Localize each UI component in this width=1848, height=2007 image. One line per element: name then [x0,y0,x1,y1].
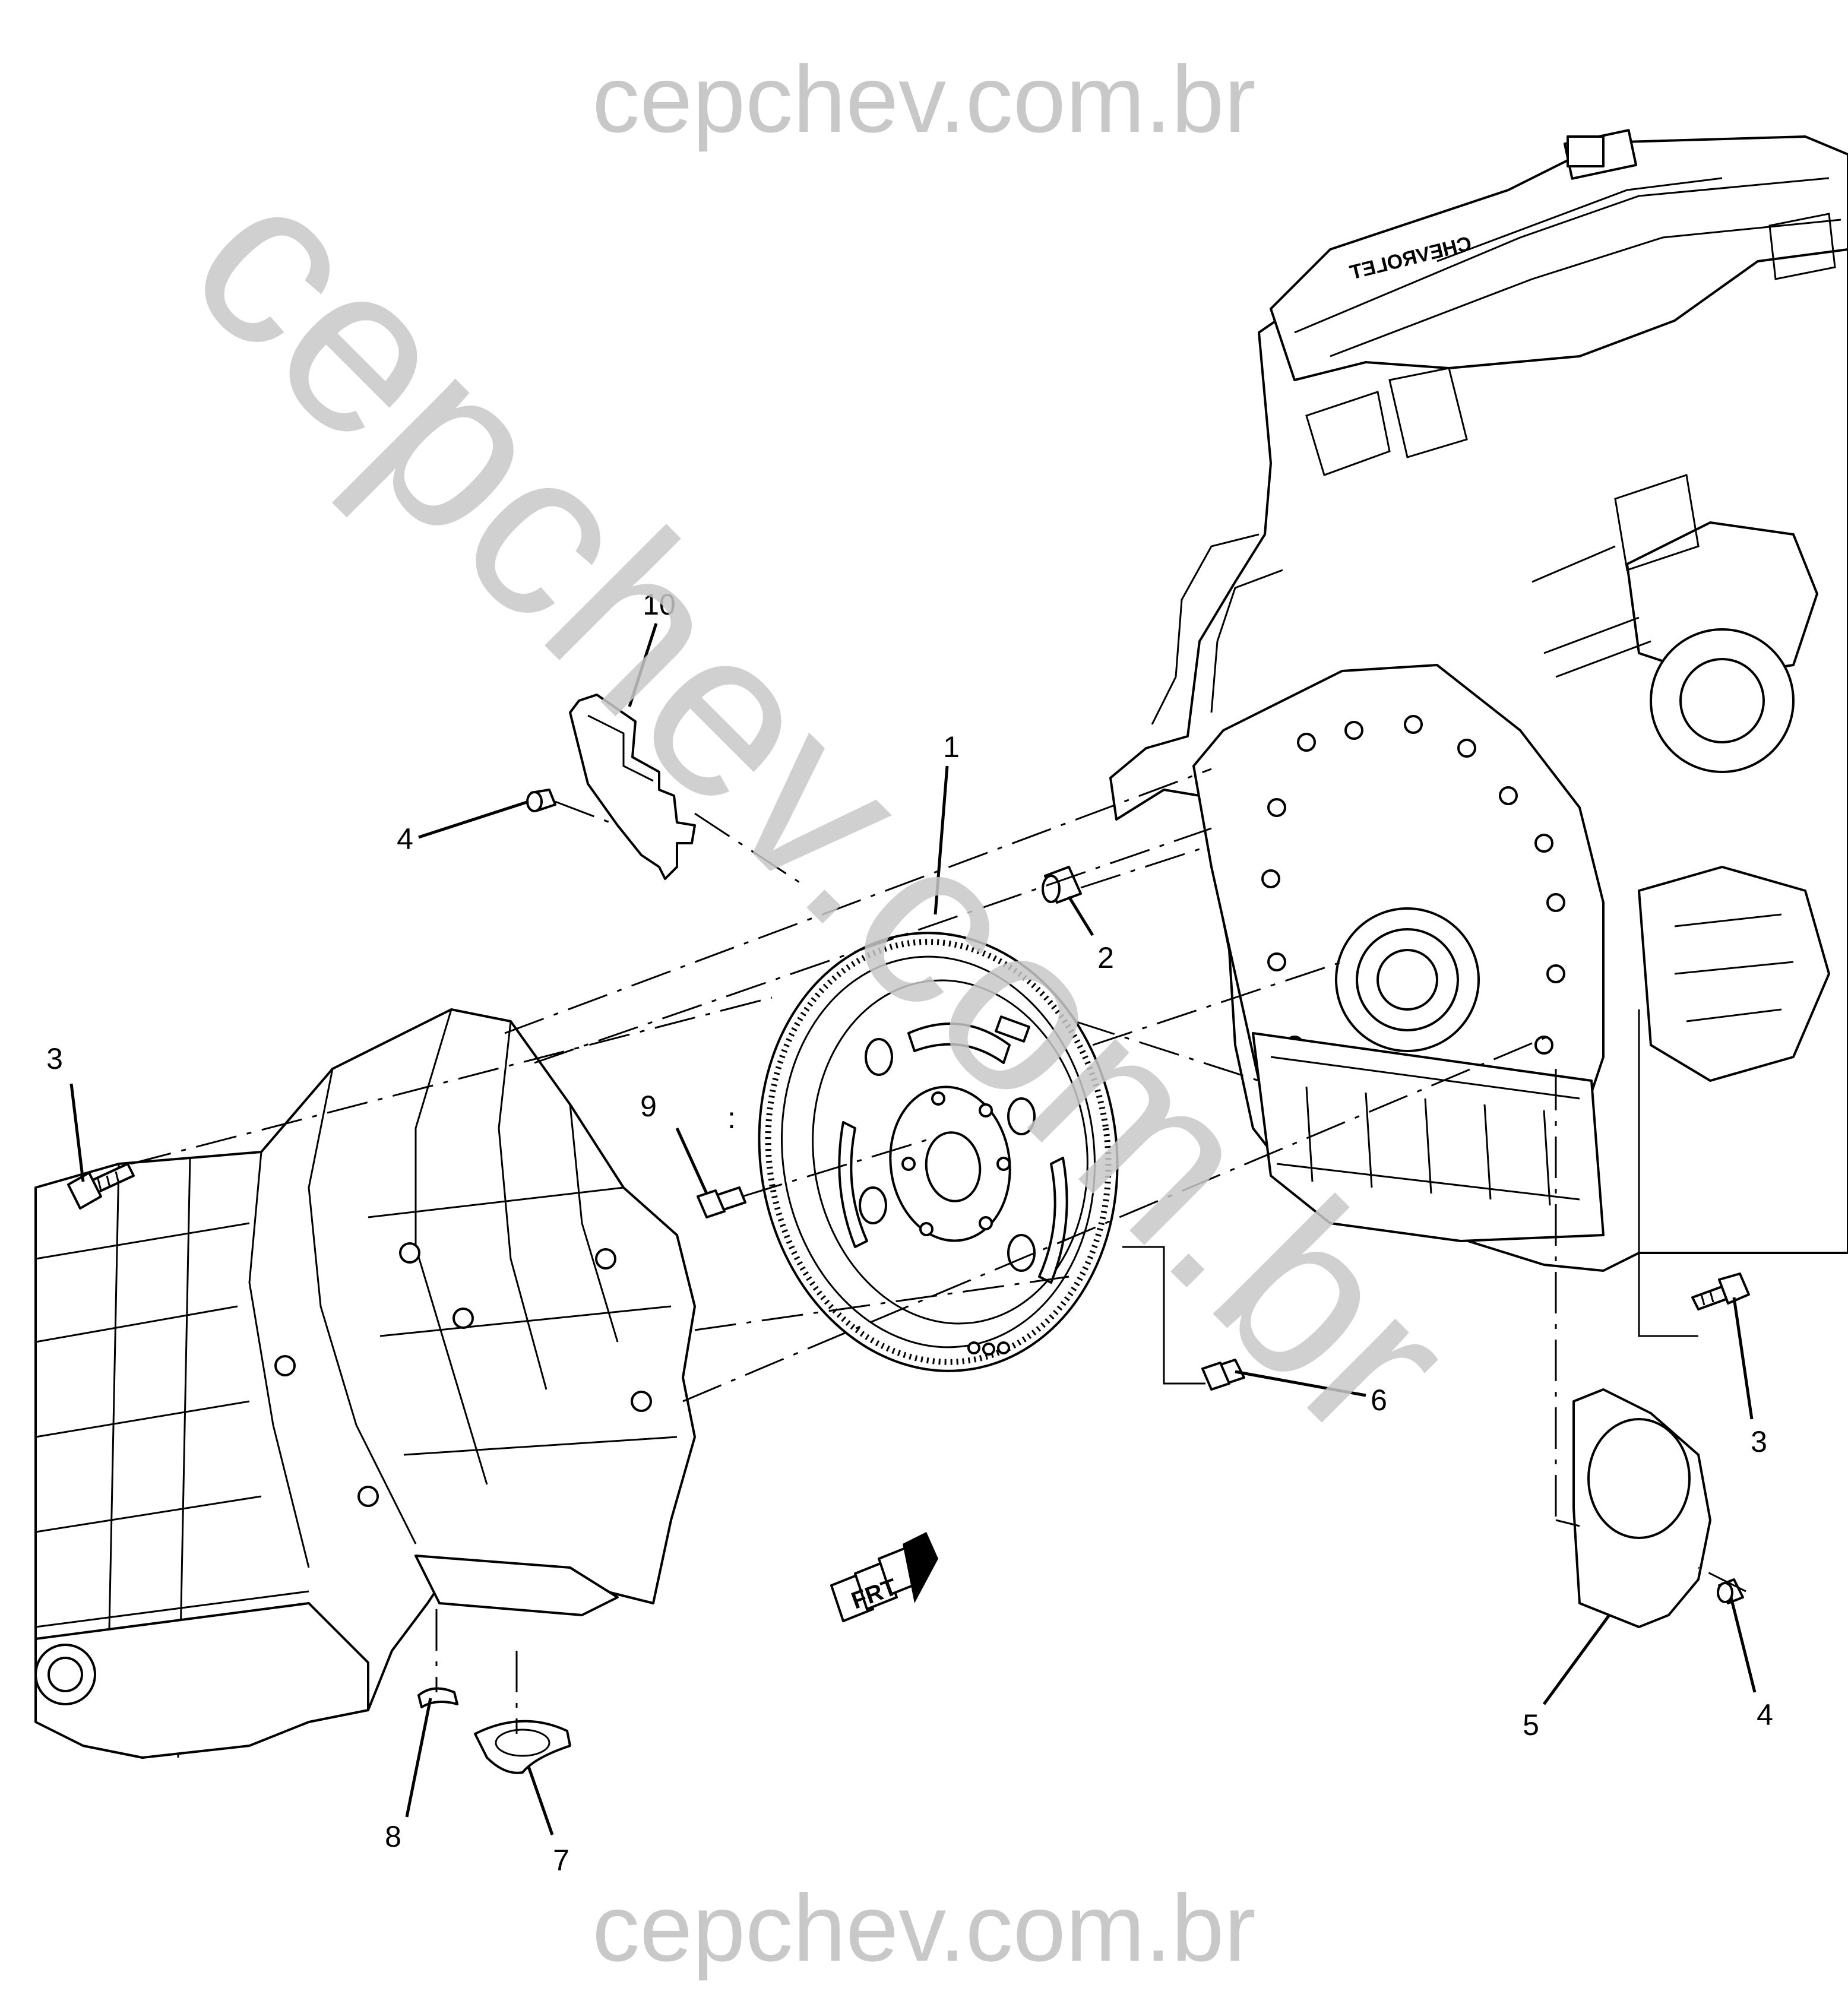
bolt-part-4-left [526,789,556,812]
clip-part-8 [417,1687,458,1708]
callout-3-left: 3 [46,1042,63,1075]
callout-7: 7 [553,1844,569,1877]
watermark-bottom: cepchev.com.br [592,1875,1256,1981]
front-direction-indicator: FRT [830,1532,938,1622]
bolt-part-9 [697,1186,746,1218]
callout-1: 1 [943,730,960,764]
callout-5: 5 [1523,1708,1539,1742]
seal-part-7 [474,1720,571,1774]
bolt-part-3-right [1691,1272,1750,1310]
shield-part-10 [569,694,696,880]
watermark-top: cepchev.com.br [592,46,1256,152]
bolt-part-3-left [67,1163,135,1210]
callout-2: 2 [1097,941,1114,974]
transmission [34,1008,696,1759]
bolt-part-6 [1201,1359,1245,1391]
callout-colon: : [727,1101,736,1135]
callout-8: 8 [385,1820,401,1853]
leader-lines [69,623,1757,1835]
callout-4-right: 4 [1757,1698,1773,1731]
callout-9: 9 [640,1090,657,1123]
callout-6: 6 [1371,1384,1387,1417]
flexplate [758,932,1119,1372]
bolt-part-4-right [1717,1578,1744,1604]
callout-3-right: 3 [1751,1425,1767,1458]
alignment-lines [130,768,1746,1734]
engine-block: CHEVROLET [1109,129,1848,1272]
callout-4-left: 4 [397,822,413,856]
callout-10: 10 [643,588,676,621]
